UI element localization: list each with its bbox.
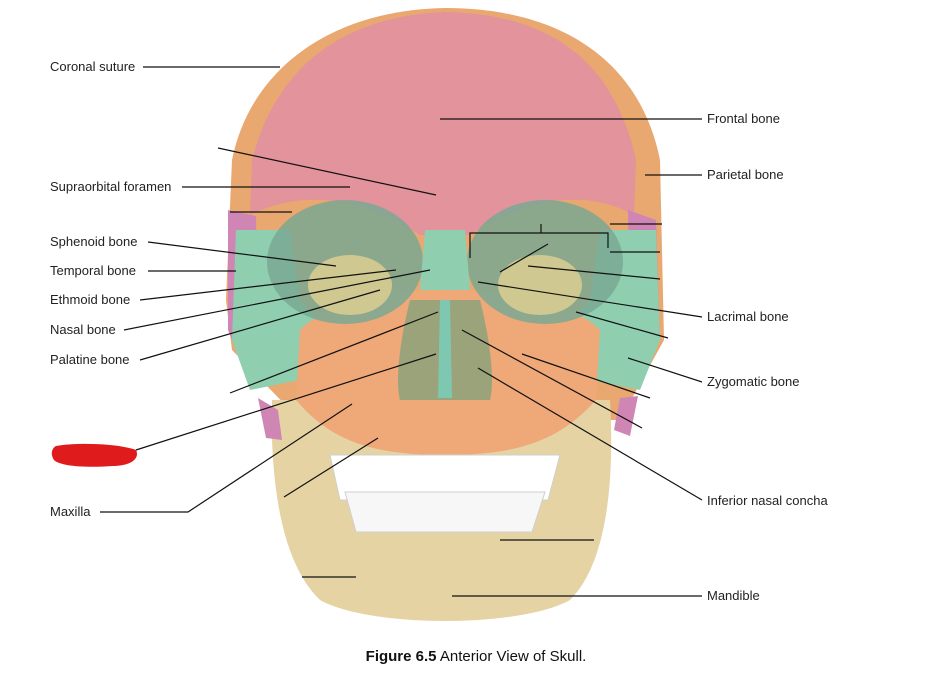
nasal-septum <box>438 300 452 398</box>
leader-sphenoid-bone <box>147 241 337 267</box>
nasal-bone-shape <box>420 230 470 290</box>
label-lacrimal-bone: Lacrimal bone <box>707 309 789 324</box>
leader-unlabeled-right-7 <box>461 329 643 429</box>
leader-lacrimal-bone <box>477 281 703 318</box>
leader-palatine-bone <box>139 289 381 361</box>
label-sphenoid-bone: Sphenoid bone <box>50 234 138 249</box>
label-coronal-suture: Coronal suture <box>50 59 136 74</box>
label-mandible: Mandible <box>707 588 760 603</box>
label-nasal-bone: Nasal bone <box>50 322 116 337</box>
leader-unlabeled-frontal <box>217 147 437 196</box>
redaction-mark <box>51 443 138 467</box>
leader-nasal-bone <box>123 269 431 331</box>
label-frontal-bone: Frontal bone <box>707 111 780 126</box>
leader-bracket-right <box>469 232 609 258</box>
label-ethmoid-bone: Ethmoid bone <box>50 292 131 307</box>
leader-unlabeled-right-3 <box>527 265 661 280</box>
temporal-ear-right <box>614 396 638 436</box>
label-temporal-bone: Temporal bone <box>50 263 136 278</box>
leader-zygomatic-bone <box>627 357 703 383</box>
upper-teeth <box>329 454 561 501</box>
leader-maxilla <box>100 403 353 513</box>
leader-unlabeled-1 <box>229 311 439 394</box>
frontal-bone-shape <box>250 12 636 235</box>
leader-inferior-nasal-concha <box>477 367 703 501</box>
leader-lines <box>100 66 703 597</box>
label-zygomatic-bone: Zygomatic bone <box>707 374 800 389</box>
leader-unlabeled-right-2 <box>499 243 549 273</box>
leader-unlabeled-right-5 <box>575 311 669 339</box>
label-supraorbital-foramen: Supraorbital foramen <box>50 179 172 194</box>
leader-redacted-label <box>135 353 437 451</box>
sphenoid-right <box>498 255 582 315</box>
lower-teeth <box>344 491 546 533</box>
label-maxilla: Maxilla <box>50 504 91 519</box>
figure-title: Anterior View of Skull. <box>439 648 587 665</box>
label-inferior-nasal-concha: Inferior nasal concha <box>707 493 828 508</box>
figure-caption: Figure 6.5 Anterior View of Skull. <box>0 648 952 665</box>
leader-unlabeled-right-6 <box>521 353 651 399</box>
sphenoid-left <box>308 255 392 315</box>
leader-ethmoid-bone <box>139 269 397 301</box>
label-parietal-bone: Parietal bone <box>707 167 784 182</box>
figure-number: Figure 6.5 <box>365 648 437 665</box>
leader-unlabeled-2 <box>283 437 379 498</box>
label-palatine-bone: Palatine bone <box>50 352 130 367</box>
